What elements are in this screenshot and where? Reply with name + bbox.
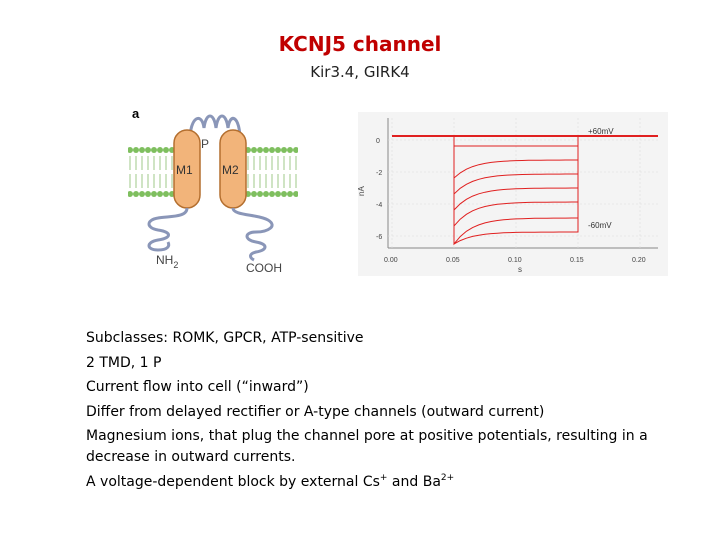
- lipid-head: [269, 147, 275, 153]
- bullet-list: Subclasses: ROMK, GPCR, ATP-sensitive 2 …: [86, 326, 676, 495]
- x-tick-label: 0.00: [384, 257, 398, 264]
- x-tick-label: 0.20: [632, 257, 646, 264]
- annotation-plus60mv: +60mV: [588, 127, 614, 136]
- lipid-head: [263, 147, 269, 153]
- lipid-head: [139, 191, 145, 197]
- lipid-head: [139, 147, 145, 153]
- y-tick-label: -4: [376, 202, 382, 209]
- lipid-head: [281, 191, 287, 197]
- lipid-head: [257, 147, 263, 153]
- x-tick-label: 0.15: [570, 257, 584, 264]
- lipid-head: [163, 191, 169, 197]
- lipid-head: [145, 191, 151, 197]
- lipid-head: [128, 191, 133, 197]
- y-tick-label: 0: [376, 138, 380, 145]
- bullet-tmd: 2 TMD, 1 P: [86, 351, 676, 376]
- membrane-bilayer: [128, 147, 298, 197]
- lipid-head: [133, 147, 139, 153]
- lipid-head: [128, 147, 133, 153]
- lipid-head: [251, 191, 257, 197]
- y-axis-label: nA: [358, 186, 366, 196]
- bullet-current-flow: Current flow into cell (“inward”): [86, 375, 676, 400]
- bullet-subclasses: Subclasses: ROMK, GPCR, ATP-sensitive: [86, 326, 676, 351]
- annotation-minus60mv: -60mV: [588, 221, 612, 230]
- c-terminal-tail: [233, 208, 272, 260]
- pore-label: P: [201, 137, 209, 151]
- slide-title: KCNJ5 channel: [0, 32, 720, 56]
- lipid-head: [133, 191, 139, 197]
- lipid-head: [293, 147, 298, 153]
- lipid-head: [269, 191, 275, 197]
- lipid-head: [151, 191, 157, 197]
- x-axis-label: s: [518, 265, 522, 274]
- c-terminus-label: COOH: [246, 261, 282, 275]
- lipid-head: [145, 147, 151, 153]
- lipid-head: [257, 191, 263, 197]
- panel-label: a: [132, 106, 140, 121]
- channel-topology-figure: a P M1 M2 NH2 COOH: [128, 98, 298, 282]
- lipid-head: [281, 147, 287, 153]
- n-terminal-tail: [149, 208, 187, 250]
- lipid-head: [163, 147, 169, 153]
- lipid-head: [287, 191, 293, 197]
- lipid-head: [251, 147, 257, 153]
- bullet-magnesium: Magnesium ions, that plug the channel po…: [86, 426, 676, 468]
- lipid-head: [263, 191, 269, 197]
- y-tick-label: -2: [376, 170, 382, 177]
- slide-subtitle: Kir3.4, GIRK4: [0, 63, 720, 81]
- lipid-head: [287, 147, 293, 153]
- lipid-head: [293, 191, 298, 197]
- bullet-voltage-block: A voltage-dependent block by external Cs…: [86, 470, 676, 495]
- x-tick-label: 0.10: [508, 257, 522, 264]
- lipid-head: [275, 191, 281, 197]
- x-tick-label: 0.05: [446, 257, 460, 264]
- n-terminus-label: NH2: [156, 253, 178, 270]
- helix-m2-label: M2: [222, 163, 239, 177]
- helix-m1-label: M1: [176, 163, 193, 177]
- lipid-head: [157, 191, 163, 197]
- lipid-head: [151, 147, 157, 153]
- lipid-head: [157, 147, 163, 153]
- lipid-head: [275, 147, 281, 153]
- bullet-differ: Differ from delayed rectifier or A-type …: [86, 400, 676, 425]
- y-tick-label: -6: [376, 234, 382, 241]
